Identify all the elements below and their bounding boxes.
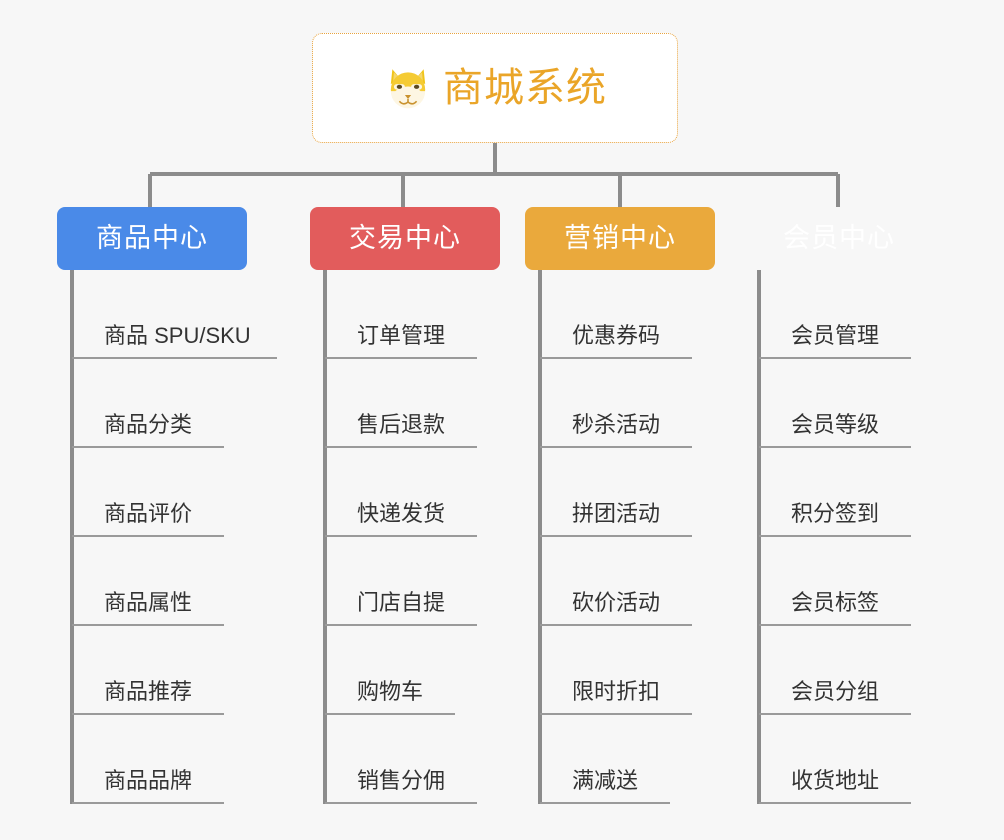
leaf-item-rule xyxy=(540,446,692,448)
root-title: 商城系统 xyxy=(443,66,607,110)
leaf-item[interactable]: 收货地址 xyxy=(759,715,989,804)
leaf-item-label: 会员管理 xyxy=(791,323,880,348)
leaf-item-label: 收货地址 xyxy=(791,768,880,793)
leaf-item[interactable]: 商品品牌 xyxy=(72,715,302,804)
leaf-item[interactable]: 商品评价 xyxy=(72,448,302,537)
leaf-item-label: 商品评价 xyxy=(104,501,193,526)
leaf-item-rule xyxy=(325,802,477,804)
branch-member-center: 会员管理会员等级积分签到会员标签会员分组收货地址 xyxy=(759,270,989,804)
category-box-trade-center[interactable]: 交易中心 xyxy=(310,207,500,270)
leaf-item[interactable]: 门店自提 xyxy=(325,537,555,626)
leaf-item-rule xyxy=(759,624,911,626)
leaf-item-label: 商品分类 xyxy=(104,412,193,437)
category-label: 商品中心 xyxy=(96,223,208,253)
leaf-item[interactable]: 快递发货 xyxy=(325,448,555,537)
leaf-item-rule xyxy=(540,535,692,537)
branch-product-center: 商品 SPU/SKU 商品分类商品评价商品属性商品推荐商品品牌 xyxy=(72,270,302,804)
leaf-item[interactable]: 秒杀活动 xyxy=(540,359,770,448)
leaf-item-rule xyxy=(325,624,477,626)
leaf-item-rule xyxy=(759,446,911,448)
leaf-item[interactable]: 积分签到 xyxy=(759,448,989,537)
leaf-item-label: 售后退款 xyxy=(357,412,446,437)
leaf-item-label: 秒杀活动 xyxy=(572,412,661,437)
leaf-item-rule xyxy=(72,624,224,626)
leaf-item[interactable]: 会员标签 xyxy=(759,537,989,626)
leaf-item[interactable]: 会员等级 xyxy=(759,359,989,448)
leaf-item-rule xyxy=(759,357,911,359)
leaf-item-rule xyxy=(325,713,455,715)
leaf-item-label: 商品推荐 xyxy=(104,679,193,704)
leaf-item-label: 优惠券码 xyxy=(572,323,661,348)
leaf-item-rule xyxy=(72,802,224,804)
category-box-member-center[interactable]: 会员中心 xyxy=(744,207,934,270)
leaf-item-rule xyxy=(325,357,477,359)
leaf-item[interactable]: 购物车 xyxy=(325,626,555,715)
branch-trade-center: 订单管理售后退款快递发货门店自提购物车销售分佣 xyxy=(325,270,555,804)
leaf-item-rule xyxy=(72,535,224,537)
leaf-item-rule xyxy=(540,357,692,359)
leaf-item-rule xyxy=(72,357,277,359)
category-box-marketing-center[interactable]: 营销中心 xyxy=(525,207,715,270)
leaf-item-rule xyxy=(540,713,692,715)
leaf-item-label: 积分签到 xyxy=(791,501,880,526)
category-box-product-center[interactable]: 商品中心 xyxy=(57,207,247,270)
leaf-item-label: 商品 SPU/SKU xyxy=(104,323,251,348)
leaf-item[interactable]: 商品推荐 xyxy=(72,626,302,715)
leaf-item-label: 订单管理 xyxy=(357,323,446,348)
branch-marketing-center: 优惠券码秒杀活动拼团活动砍价活动限时折扣满减送 xyxy=(540,270,770,804)
leaf-item-label: 会员分组 xyxy=(791,679,880,704)
leaf-item[interactable]: 销售分佣 xyxy=(325,715,555,804)
leaf-item-rule xyxy=(325,535,477,537)
leaf-item-label: 满减送 xyxy=(572,768,639,793)
leaf-item-label: 会员等级 xyxy=(791,412,880,437)
leaf-item[interactable]: 商品分类 xyxy=(72,359,302,448)
leaf-item-label: 商品属性 xyxy=(104,590,193,615)
leaf-item-label: 限时折扣 xyxy=(572,679,661,704)
leaf-item[interactable]: 优惠券码 xyxy=(540,270,770,359)
leaf-item-label: 商品品牌 xyxy=(104,768,193,793)
root-node[interactable]: 商城系统 xyxy=(312,33,678,143)
leaf-item[interactable]: 满减送 xyxy=(540,715,770,804)
leaf-item[interactable]: 会员分组 xyxy=(759,626,989,715)
leaf-item-rule xyxy=(325,446,477,448)
leaf-item-label: 购物车 xyxy=(357,679,424,704)
leaf-item[interactable]: 商品属性 xyxy=(72,537,302,626)
leaf-item-rule xyxy=(759,713,911,715)
leaf-item-rule xyxy=(72,713,224,715)
leaf-item-rule xyxy=(72,446,224,448)
leaf-item[interactable]: 砍价活动 xyxy=(540,537,770,626)
leaf-item-label: 砍价活动 xyxy=(572,590,661,615)
leaf-item[interactable]: 拼团活动 xyxy=(540,448,770,537)
leaf-item[interactable]: 商品 SPU/SKU xyxy=(72,270,302,359)
leaf-item-label: 拼团活动 xyxy=(572,501,661,526)
shiba-dog-face-icon xyxy=(390,69,426,109)
leaf-item[interactable]: 订单管理 xyxy=(325,270,555,359)
leaf-item-label: 门店自提 xyxy=(357,590,446,615)
leaf-item[interactable]: 会员管理 xyxy=(759,270,989,359)
leaf-item-label: 销售分佣 xyxy=(357,768,446,793)
category-label: 交易中心 xyxy=(349,223,461,253)
leaf-item-label: 快递发货 xyxy=(357,501,446,526)
leaf-item-rule xyxy=(540,624,692,626)
category-label: 会员中心 xyxy=(783,223,895,253)
leaf-item-label: 会员标签 xyxy=(791,590,880,615)
leaf-item[interactable]: 限时折扣 xyxy=(540,626,770,715)
leaf-item[interactable]: 售后退款 xyxy=(325,359,555,448)
leaf-item-rule xyxy=(759,535,911,537)
category-label: 营销中心 xyxy=(564,223,676,253)
leaf-item-rule xyxy=(759,802,911,804)
leaf-item-rule xyxy=(540,802,670,804)
